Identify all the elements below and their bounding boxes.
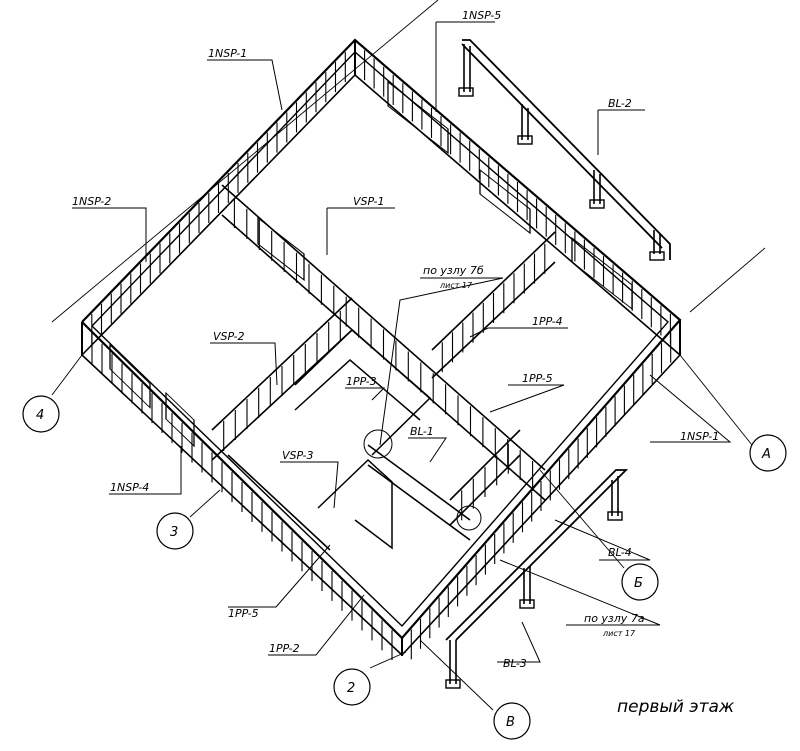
- label-1pp-3: 1PP-3: [346, 375, 377, 388]
- leader-lines: [72, 21, 732, 663]
- label-vsp-1: VSP-1: [353, 195, 385, 208]
- beam-bl-2: [458, 39, 671, 261]
- axis-labels: 4 3 2 А Б В: [36, 408, 771, 730]
- label-bl-3: BL-3: [503, 657, 527, 670]
- wall-studs: [91, 50, 672, 661]
- outer-walls: [81, 38, 682, 656]
- label-1nsp-4: 1NSP-4: [110, 481, 149, 494]
- label-1nsp-1-top: 1NSP-1: [208, 47, 247, 60]
- axis-label-3: 3: [170, 525, 178, 540]
- label-bl-1: BL-1: [410, 425, 434, 438]
- axis-label-4: 4: [36, 408, 44, 423]
- label-1nsp-1-right: 1NSP-1: [680, 430, 719, 443]
- label-1nsp-5: 1NSP-5: [462, 9, 501, 22]
- beam-bl-3: [445, 469, 629, 689]
- label-1pp-2: 1PP-2: [269, 642, 300, 655]
- label-node-7a-sheet: лист 17: [602, 629, 636, 638]
- label-vsp-3: VSP-3: [282, 449, 314, 462]
- label-node-7b: по узлу 7б: [423, 264, 484, 277]
- label-node-7b-sheet: лист 17: [439, 281, 473, 290]
- label-1pp-4: 1PP-4: [532, 315, 563, 328]
- axis-label-b: Б: [634, 576, 643, 591]
- axis-label-a: А: [761, 447, 771, 462]
- node-7a-circle: [456, 505, 482, 531]
- axis-label-2: 2: [347, 681, 355, 696]
- interior-walls: [211, 184, 556, 551]
- window-openings: [109, 80, 633, 448]
- callout-labels: 1NSP-5 1NSP-1 1NSP-2 VSP-1 BL-2 по узлу …: [72, 9, 719, 670]
- floor-caption: первый этаж: [617, 697, 735, 717]
- label-1pp-5-left: 1PP-5: [228, 607, 259, 620]
- label-vsp-2: VSP-2: [213, 330, 245, 343]
- axis-bubbles: [22, 395, 787, 740]
- label-1nsp-2: 1NSP-2: [72, 195, 111, 208]
- label-bl-2: BL-2: [608, 97, 632, 110]
- label-1pp-5-right: 1PP-5: [522, 372, 553, 385]
- label-bl-4: BL-4: [608, 546, 632, 559]
- label-node-7a: по узлу 7а: [584, 612, 645, 625]
- node-7b-circle: [363, 429, 393, 459]
- axis-label-v: В: [506, 715, 515, 730]
- axis-lines: [51, 0, 766, 711]
